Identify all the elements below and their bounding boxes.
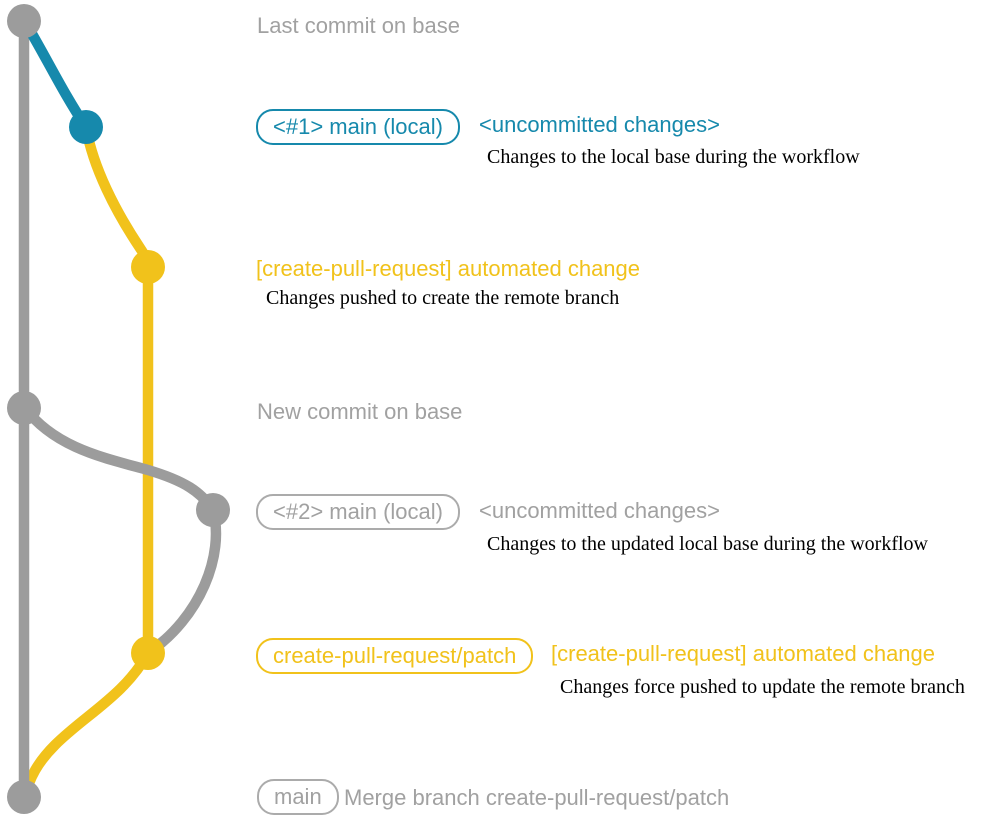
commit-dot-new-base-commit (7, 391, 41, 425)
patch-merge-line (19, 650, 153, 799)
local-main-2-line-back (145, 508, 222, 658)
local-main-1-desc: Changes to the local base during the wor… (487, 146, 860, 168)
last-commit-label: Last commit on base (257, 13, 460, 38)
local-main-1-badge: <#1> main (local) (256, 109, 460, 145)
main-badge: main (257, 779, 339, 815)
automated-change-2-desc: Changes force pushed to update the remot… (560, 676, 965, 698)
commit-dot-local-main-1 (69, 110, 103, 144)
new-commit-label: New commit on base (257, 399, 463, 424)
commit-dot-base-head (7, 4, 41, 38)
merge-commit-label: Merge branch create-pull-request/patch (344, 785, 730, 810)
patch-branch-badge-label: create-pull-request/patch (256, 638, 534, 674)
local-main-2-title: <uncommitted changes> (479, 498, 720, 523)
patch-branch-badge: create-pull-request/patch (256, 638, 534, 674)
local-main-2-badge-label: <#2> main (local) (256, 494, 460, 530)
automated-change-1-title: [create-pull-request] automated change (256, 256, 641, 281)
commit-dot-merge (7, 780, 41, 814)
local-main-2-badge: <#2> main (local) (256, 494, 460, 530)
local-main-1-title: <uncommitted changes> (479, 112, 720, 137)
patch-branch-line (80, 126, 154, 653)
commit-dot-automated-change-2 (131, 636, 165, 670)
commit-dot-local-main-2 (196, 493, 230, 527)
automated-change-1-desc: Changes pushed to create the remote bran… (266, 287, 620, 309)
automated-change-2-title: [create-pull-request] automated change (551, 641, 936, 666)
local-main-1-badge-label: <#1> main (local) (256, 109, 460, 145)
local-main-2-desc: Changes to the updated local base during… (487, 533, 928, 555)
local-main-1-line (20, 19, 91, 130)
local-main-2-line-out (20, 404, 218, 514)
commit-dot-automated-change-1 (131, 250, 165, 284)
main-badge-label: main (257, 779, 339, 815)
